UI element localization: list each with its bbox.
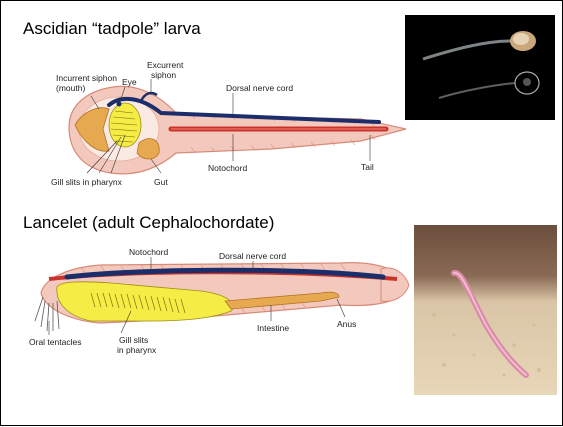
label-lancelet-gill-slits-line2: in pharynx <box>117 345 156 355</box>
label-lancelet-gill-slits-line1: Gill slits <box>119 335 148 345</box>
label-anus: Anus <box>337 319 356 329</box>
lancelet-tail-fin <box>381 268 409 301</box>
label-intestine: Intestine <box>257 323 289 333</box>
label-lancelet-notochord: Notochord <box>129 247 168 257</box>
lancelet-photo <box>414 225 557 395</box>
label-lancelet-dorsal-nerve-cord: Dorsal nerve cord <box>219 251 286 261</box>
label-oral-tentacles: Oral tentacles <box>29 337 81 347</box>
